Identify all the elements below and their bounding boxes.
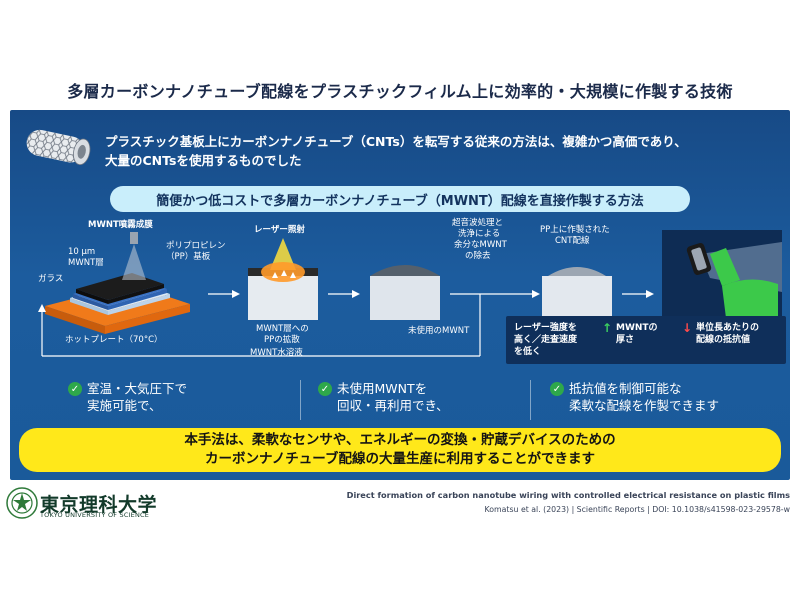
- conclusion-line-2: カーボンナノチューブ配線の大量生産に利用することができます: [204, 451, 595, 467]
- ultrasonic-label-3: 余分なMWNT: [454, 240, 507, 250]
- benefit-item-3: ✓ 抵抗値を制御可能な 柔軟な配線を作製できます: [550, 380, 719, 414]
- laser-label: レーザー照射: [254, 225, 305, 235]
- page-title: 多層カーボンナノチューブ配線をプラスチックフィルム上に効率的・大規模に作製する技…: [67, 82, 733, 101]
- recycle-loop: [38, 294, 481, 357]
- benefit-3-line-1: 抵抗値を制御可能な: [569, 381, 682, 396]
- arrow-icon: [622, 290, 654, 298]
- diffusion-label-2: PPの拡散: [264, 335, 300, 345]
- conclusion-banner: 本手法は、柔軟なセンサや、エネルギーの変換・貯蔵デバイスのための カーボンナノチ…: [19, 428, 781, 472]
- method-banner-text: 簡便かつ低コストで多層カーボンナノチューブ（MWNT）配線を直接作製する方法: [156, 193, 644, 209]
- benefit-item-2: ✓ 未使用MWNTを 回収・再利用でき、: [318, 380, 449, 414]
- process-diagram: [38, 230, 782, 357]
- ultrasonic-label-4: の除去: [465, 251, 491, 261]
- pp-substrate-label-2: （PP）基板: [166, 252, 211, 262]
- carbon-nanotube-icon: [26, 129, 91, 166]
- mwnt-layer-label: MWNT層: [68, 258, 104, 268]
- intro-line-1: プラスチック基板上にカーボンナノチューブ（CNTs）を転写する従来の方法は、複雑…: [105, 134, 687, 149]
- arrow-icon: [328, 290, 360, 298]
- arrow-icon: [450, 290, 540, 298]
- spray-label: MWNT噴霧成膜: [88, 220, 153, 230]
- down-arrow-icon: ↓: [682, 321, 693, 335]
- diffusion-label-1: MWNT層への: [256, 324, 309, 334]
- benefit-item-1: ✓ 室温・大気圧下で 実施可能で、: [68, 380, 187, 414]
- benefit-1-line-2: 実施可能で、: [87, 398, 162, 413]
- cnt-wiring-block: [542, 267, 612, 320]
- laser-condition: レーザー強度を 高く／走査速度 を低く: [514, 323, 578, 357]
- ultrasonic-label-1: 超音波処理と: [452, 218, 504, 228]
- university-name: 東京理科大学: [40, 494, 158, 516]
- ultrasonic-label-2: 洗浄による: [458, 229, 501, 239]
- result-label-1: PP上に作製された: [540, 225, 610, 235]
- benefit-1-line-1: 室温・大気圧下で: [87, 381, 188, 396]
- divider: [530, 380, 531, 420]
- intro-section: プラスチック基板上にカーボンナノチューブ（CNTs）を転写する従来の方法は、複雑…: [10, 118, 790, 176]
- arrow-icon: [208, 290, 240, 298]
- thickness-result: MWNTの 厚さ: [616, 323, 658, 345]
- university-logo-icon: [6, 487, 38, 519]
- layer-thickness-label: 10 µm: [68, 247, 96, 257]
- citation: Komatsu et al. (2023) | Scientific Repor…: [484, 505, 790, 514]
- method-banner: 簡便かつ低コストで多層カーボンナノチューブ（MWNT）配線を直接作製する方法: [110, 186, 690, 212]
- intro-line-2: 大量のCNTsを使用するものでした: [105, 153, 302, 168]
- paper-title: Direct formation of carbon nanotube wiri…: [346, 490, 790, 500]
- benefit-2-line-2: 回収・再利用でき、: [337, 398, 449, 413]
- conclusion-line-1: 本手法は、柔軟なセンサや、エネルギーの変換・貯蔵デバイスのための: [184, 432, 616, 448]
- result-label-2: CNT配線: [555, 236, 590, 246]
- diffused-block: [370, 265, 440, 320]
- intro-text: プラスチック基板上にカーボンナノチューブ（CNTs）を転写する従来の方法は、複雑…: [105, 132, 687, 170]
- resistance-result: 単位長あたりの 配線の抵抗値: [696, 323, 760, 345]
- university-name-en: TOKYO UNIVERSITY OF SCIENCE: [40, 511, 150, 519]
- glass-label: ガラス: [38, 274, 64, 284]
- hotplate-stack: [45, 273, 190, 334]
- condition-legend: レーザー強度を 高く／走査速度 を低く ↑ MWNTの 厚さ ↓ 単位長あたりの…: [506, 316, 786, 364]
- benefit-2-line-1: 未使用MWNTを: [337, 381, 428, 396]
- benefit-3-line-2: 柔軟な配線を作製できます: [569, 398, 720, 413]
- laser-irradiation-block: [248, 238, 318, 320]
- spray-nozzle: [122, 232, 146, 280]
- flexible-film-photo: [662, 230, 782, 326]
- check-icon: ✓: [68, 382, 82, 396]
- divider: [300, 380, 301, 420]
- check-icon: ✓: [550, 382, 564, 396]
- up-arrow-icon: ↑: [602, 321, 613, 335]
- unused-mwnt-label: 未使用のMWNT: [408, 326, 470, 336]
- title-bar: 多層カーボンナノチューブ配線をプラスチックフィルム上に効率的・大規模に作製する技…: [0, 70, 800, 110]
- infographic-panel: プラスチック基板上にカーボンナノチューブ（CNTs）を転写する従来の方法は、複雑…: [10, 110, 790, 480]
- hotplate-label: ホットプレート（70°C）: [65, 335, 163, 345]
- pp-substrate-label-1: ポリプロピレン: [166, 241, 226, 251]
- check-icon: ✓: [318, 382, 332, 396]
- recycle-solution-label: MWNT水溶液: [250, 348, 303, 358]
